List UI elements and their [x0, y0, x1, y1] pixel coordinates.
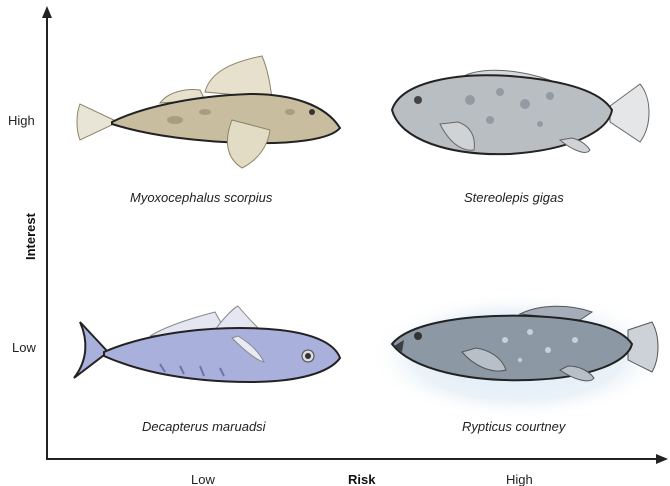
y-tick-high: High — [8, 113, 35, 128]
y-axis-title: Interest — [23, 212, 38, 260]
species-label-stereolepis-gigas: Stereolepis gigas — [464, 190, 564, 205]
fish-rypticus-courtney — [368, 292, 670, 420]
x-axis-arrow-icon — [656, 454, 668, 464]
y-tick-low: Low — [12, 340, 36, 355]
species-label-myoxocephalus-scorpius: Myoxocephalus scorpius — [130, 190, 273, 205]
eye-icon — [414, 96, 422, 104]
eye-icon — [414, 332, 422, 340]
fish-decapterus-maruadsi — [74, 306, 340, 382]
species-label-decapterus-maruadsi: Decapterus maruadsi — [142, 419, 267, 434]
species-label-rypticus-courtney: Rypticus courtney — [462, 419, 567, 434]
eye-icon — [309, 109, 315, 115]
x-axis-title: Risk — [348, 472, 376, 486]
x-tick-low: Low — [191, 472, 215, 486]
fish-stereolepis-gigas — [392, 70, 649, 154]
fish-myoxocephalus-scorpius — [77, 56, 340, 168]
x-tick-high: High — [506, 472, 533, 486]
y-axis-arrow-icon — [42, 6, 52, 18]
eye-icon — [305, 353, 311, 359]
